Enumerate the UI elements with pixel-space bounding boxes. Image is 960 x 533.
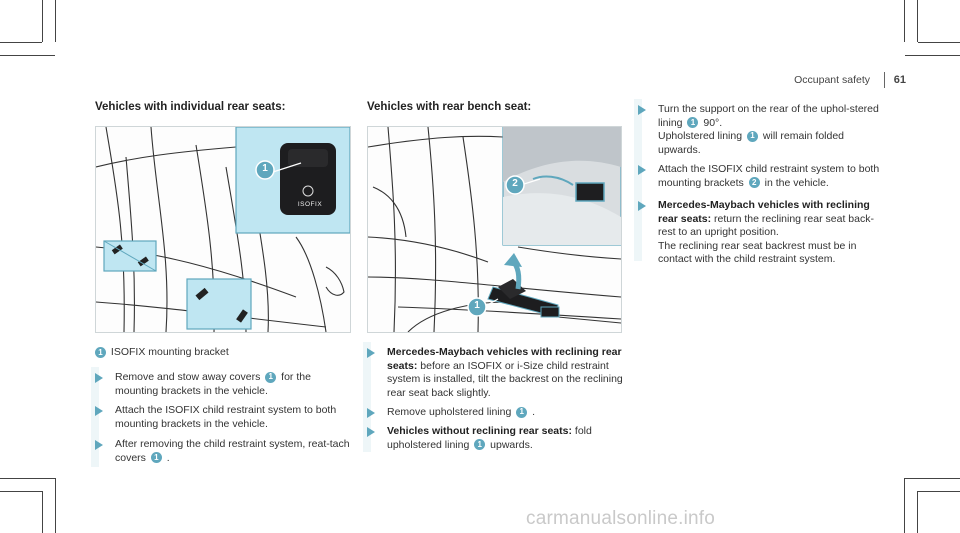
header-rule [884,72,885,88]
item-text: Remove and stow away covers [115,371,261,383]
item-text: The reclining rear seat backrest must be… [658,239,857,266]
crop-mark [917,491,918,533]
item-text: After removing the child restraint syste… [115,438,350,464]
item-text: upwards. [490,438,533,451]
section-title: Occupant safety [794,74,870,86]
running-header: Occupant safety 61 [756,72,906,88]
step-arrow-icon [638,201,646,211]
bench-illustration [368,127,621,332]
step-arrow-icon [95,440,103,450]
step-arrow-icon [95,373,103,383]
item-text: fold upholstered lining [387,425,592,451]
watermark: carmanualsonline.info [526,508,716,529]
crop-mark [905,478,960,479]
caption-text: ISOFIX mounting bracket [110,346,229,358]
instruction-item: Attach the ISOFIX child restraint system… [95,404,355,434]
item-bold-text: Mercedes-Maybach vehicles with reclining… [658,199,870,225]
caption-badge: 1 [95,346,106,358]
step-arrow-icon [638,165,646,175]
figure-badge-2: 2 [512,178,518,189]
figure-caption: 1 ISOFIX mounting bracket [95,346,355,358]
figure-bench-seat: 2 1 [367,126,622,333]
crop-mark [55,478,56,533]
heading-bench-seat: Vehicles with rear bench seat: [367,101,532,113]
heading-individual-seats: Vehicles with individual rear seats: [95,101,286,113]
crop-mark [904,0,905,42]
crop-mark [904,478,905,533]
instruction-item: Attach the ISOFIX child restraint system… [638,163,888,193]
item-text: Attach the ISOFIX child restraint system… [115,404,337,430]
crop-mark [42,0,43,42]
crop-mark [55,0,56,42]
item-text: for the mounting brackets in the vehicle… [115,371,311,397]
page-number: 61 [893,74,906,86]
item-text: before an ISOFIX or i-Size child restrai… [387,359,623,399]
step-arrow-icon [367,408,375,418]
item-text: Turn the support on the rear of the upho… [658,103,879,129]
item-text: will remain folded upwards. [658,130,845,156]
crop-mark [0,478,55,479]
item-text: in the vehicle. [764,176,829,189]
item-text: return the reclining rear seat back-rest… [658,212,874,239]
crop-mark [0,491,42,492]
instruction-item: Remove upholstered lining 1 . [367,406,629,422]
item-text: 90°. [703,116,723,129]
item-badge: 1 [265,371,277,383]
item-text: . [166,451,170,464]
item-badge: 2 [748,177,760,189]
instruction-item: After removing the child restraint syste… [95,438,355,468]
step-arrow-icon [95,406,103,416]
step-arrow-icon [367,348,375,358]
instruction-item: Turn the support on the rear of the upho… [634,99,888,261]
crop-mark [905,55,960,56]
item-text: Remove upholstered lining [387,406,512,418]
isofix-logo-text: ISOFIX [297,201,323,208]
crop-mark [0,42,42,43]
item-badge: 1 [150,452,162,464]
crop-mark [0,55,55,56]
seat-illustration [96,127,350,332]
step-arrow-icon [638,105,646,115]
crop-mark [42,491,43,533]
item-bold-text: Mercedes-Maybach vehicles with reclining… [387,346,622,372]
figure-individual-seats: 1 ISOFIX [95,126,351,333]
figure-badge-1: 1 [474,300,480,311]
crop-mark [917,0,918,42]
instruction-item: Mercedes-Maybach vehicles with reclining… [363,342,629,452]
instruction-item: Vehicles without reclining rear seats: f… [367,425,629,455]
crop-mark [918,491,960,492]
item-badge: 1 [746,130,758,142]
item-badge: 1 [516,406,528,418]
instruction-item: Mercedes-Maybach vehicles with reclining… [638,199,888,269]
item-badge: 1 [474,439,486,451]
item-bold-text: Vehicles without reclining rear seats: [387,425,572,437]
instruction-item: Remove and stow away covers 1 for the mo… [91,367,355,467]
figure-badge-1: 1 [262,163,268,174]
item-text: Upholstered lining [658,130,743,142]
crop-mark [918,42,960,43]
item-text: . [532,406,536,418]
item-badge: 1 [687,117,699,129]
step-arrow-icon [367,427,375,437]
item-text: Attach the ISOFIX child restraint system… [658,163,880,189]
